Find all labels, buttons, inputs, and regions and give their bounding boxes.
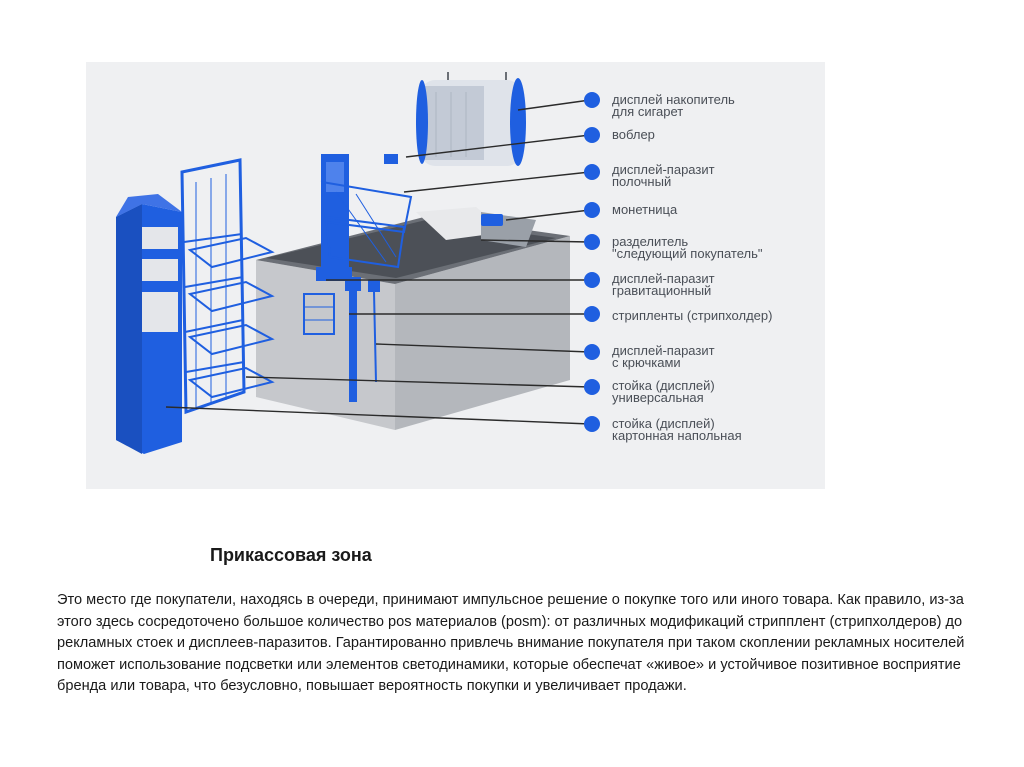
legend-label-cardboard-stand: стойка (дисплей) картонная напольная (612, 416, 742, 443)
section-title: Прикассовая зона (210, 545, 372, 565)
section-body: Это место где покупатели, находясь в оче… (57, 590, 1002, 698)
legend-label-shelf-parasite: дисплей-паразит полочный (612, 162, 715, 189)
legend-label-universal-stand: стойка (дисплей) универсальная (612, 378, 715, 405)
legend-bullet (584, 344, 600, 360)
leader-lines (165, 99, 591, 425)
legend-bullets (584, 92, 600, 432)
section-paragraph: Это место где покупатели, находясь в оче… (57, 592, 965, 694)
legend-bullet (584, 92, 600, 108)
legend-label-divider: разделитель "следующий покупатель" (612, 234, 763, 261)
legend-bullet (584, 379, 600, 395)
legend-bullet (584, 416, 600, 432)
checkout-zone-illustration: дисплей накопитель для сигарет воблер ди… (86, 62, 825, 489)
legend-bullet (584, 272, 600, 288)
cardboard-floor-stand (116, 194, 182, 454)
legend-label-strip-holder: стрипленты (стрипхолдер) (612, 308, 773, 323)
universal-display-rack (180, 158, 275, 415)
legend-bullet (584, 127, 600, 143)
legend-bullet (584, 164, 600, 180)
legend-bullet (584, 202, 600, 218)
legend-label-gravity-parasite: дисплей-паразит гравитационный (612, 271, 715, 298)
legend-label-wobbler: воблер (612, 127, 655, 142)
legend-label-hook-parasite: дисплей-паразит с крючками (612, 343, 715, 370)
cigarette-storage-display (416, 72, 526, 166)
legend-bullet (584, 306, 600, 322)
legend-label-coin-tray: монетница (612, 202, 678, 217)
shelf-parasite-display (316, 154, 503, 281)
checkout-illustration-drawing (116, 72, 600, 454)
legend-label-cigarette-display: дисплей накопитель для сигарет (612, 92, 735, 119)
legend-bullet (584, 234, 600, 250)
